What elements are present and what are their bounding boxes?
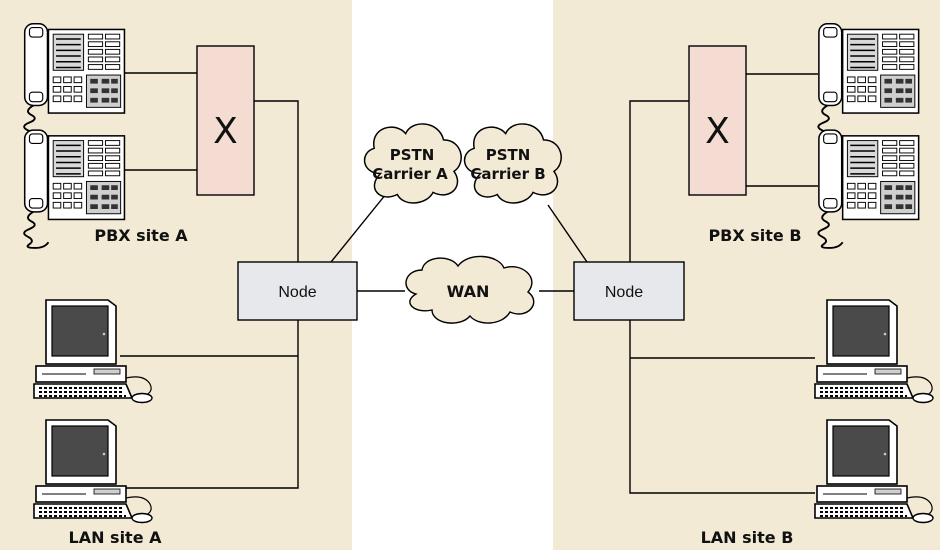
node-b-box: [573, 261, 685, 321]
node-a-box: [237, 261, 358, 321]
lan-a-label: LAN site A: [69, 528, 163, 547]
pbx-a-symbol: X: [213, 111, 238, 152]
node-b-label: Node: [605, 284, 643, 301]
lan-b-label: LAN site B: [701, 528, 794, 547]
cloud-pstn-b-line1: PSTN: [486, 146, 531, 164]
pbx-b-symbol: X: [705, 111, 730, 152]
node-a-label: Node: [278, 284, 316, 301]
connection-lines: [82, 72, 818, 494]
cloud-pstn-a-line1: PSTN: [390, 146, 435, 164]
cloud-wan-label: WAN: [447, 282, 490, 301]
pbx-b-box: [688, 45, 747, 196]
cloud-pstn-a-line2: Carrier A: [372, 165, 448, 183]
pbx-a-box: [196, 45, 255, 196]
cloud-pstn-b-line2: Carrier B: [470, 165, 545, 183]
pbx-a-label: PBX site A: [94, 226, 188, 245]
pbx-b-label: PBX site B: [708, 226, 801, 245]
